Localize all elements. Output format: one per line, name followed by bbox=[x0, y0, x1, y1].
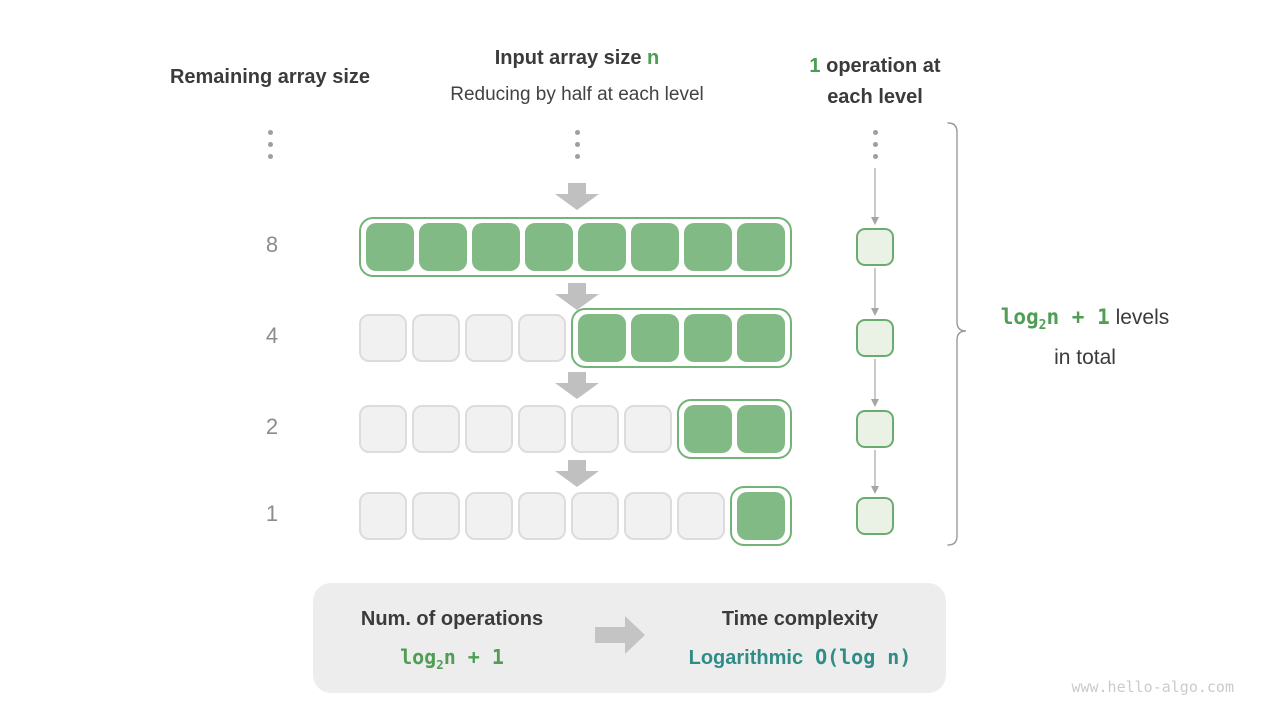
discarded-cell bbox=[518, 314, 566, 362]
operations-header-text: operation at bbox=[820, 55, 941, 77]
discarded-cell bbox=[412, 492, 460, 540]
levels-formula: log2n + 1 bbox=[1000, 305, 1110, 334]
discarded-cell bbox=[571, 405, 619, 453]
operation-cell bbox=[856, 410, 894, 448]
active-cell bbox=[737, 314, 785, 362]
operations-formula: log2n + 1 bbox=[400, 645, 504, 672]
discarded-cell bbox=[518, 492, 566, 540]
active-cell bbox=[472, 223, 520, 271]
halve-step-arrow-icon bbox=[555, 460, 599, 487]
remaining-size-header: Remaining array size bbox=[169, 66, 371, 88]
row-label: 2 bbox=[265, 414, 279, 439]
operation-cell bbox=[856, 228, 894, 266]
discarded-cell bbox=[465, 314, 513, 362]
active-cell bbox=[737, 405, 785, 453]
discarded-cell bbox=[359, 405, 407, 453]
input-size-var-n: n bbox=[647, 47, 660, 69]
active-subarray-outline bbox=[359, 217, 792, 277]
active-subarray-outline bbox=[677, 399, 792, 459]
operations-title: Num. of operations bbox=[360, 608, 544, 630]
discarded-cell bbox=[571, 492, 619, 540]
operations-header: 1 operation at each level bbox=[775, 51, 975, 113]
input-size-header: Input array size n bbox=[427, 47, 727, 70]
discarded-cell bbox=[412, 314, 460, 362]
input-size-header-text: Input array size bbox=[494, 47, 648, 69]
active-cell bbox=[684, 314, 732, 362]
discarded-cell bbox=[624, 492, 672, 540]
array-row bbox=[359, 486, 792, 546]
complexity-value: Logarithmic O(log n) bbox=[670, 645, 930, 670]
active-cell bbox=[631, 314, 679, 362]
active-cell bbox=[631, 223, 679, 271]
complexity-title: Time complexity bbox=[721, 608, 879, 630]
ops-connector-arrows bbox=[871, 168, 879, 494]
levels-label-text-2: in total bbox=[1054, 346, 1116, 370]
operation-cell bbox=[856, 319, 894, 357]
ellipsis-dots-center bbox=[574, 130, 580, 159]
implies-arrow-icon bbox=[595, 616, 645, 654]
discarded-cell bbox=[677, 492, 725, 540]
ellipsis-dots-left bbox=[267, 130, 273, 159]
discarded-cell bbox=[412, 405, 460, 453]
array-row bbox=[359, 399, 792, 459]
halve-step-arrow-icon bbox=[555, 283, 599, 310]
active-cell bbox=[525, 223, 573, 271]
array-row bbox=[359, 308, 792, 368]
halve-step-arrow-icon bbox=[555, 372, 599, 399]
halving-subtitle: Reducing by half at each level bbox=[450, 84, 704, 105]
row-label: 1 bbox=[265, 501, 279, 526]
operation-cell bbox=[856, 497, 894, 535]
discarded-cell bbox=[359, 314, 407, 362]
summary-box: Num. of operations log2n + 1 Time comple… bbox=[313, 583, 946, 693]
row-label: 4 bbox=[265, 323, 279, 348]
discarded-cell bbox=[624, 405, 672, 453]
operations-count-var: 1 bbox=[809, 55, 821, 77]
active-cell bbox=[419, 223, 467, 271]
active-cell bbox=[366, 223, 414, 271]
row-label: 8 bbox=[265, 232, 279, 257]
watermark: www.hello-algo.com bbox=[1071, 678, 1234, 696]
active-subarray-outline bbox=[730, 486, 792, 546]
array-row bbox=[359, 217, 792, 277]
active-cell bbox=[684, 405, 732, 453]
levels-brace bbox=[947, 122, 967, 546]
complexity-name: Logarithmic bbox=[688, 647, 804, 669]
operations-header-text-2: each level bbox=[827, 86, 923, 108]
discarded-cell bbox=[359, 492, 407, 540]
complexity-big-o: O(log n) bbox=[815, 645, 912, 669]
halve-step-arrow-icon bbox=[555, 183, 599, 210]
ellipsis-dots-right bbox=[872, 130, 878, 159]
discarded-cell bbox=[465, 405, 513, 453]
active-subarray-outline bbox=[571, 308, 792, 368]
active-cell bbox=[737, 492, 785, 540]
levels-total-label: log2n + 1 levels in total bbox=[985, 301, 1185, 374]
active-cell bbox=[737, 223, 785, 271]
active-cell bbox=[684, 223, 732, 271]
active-cell bbox=[578, 314, 626, 362]
levels-label-text: levels bbox=[1109, 306, 1170, 329]
discarded-cell bbox=[465, 492, 513, 540]
discarded-cell bbox=[518, 405, 566, 453]
active-cell bbox=[578, 223, 626, 271]
